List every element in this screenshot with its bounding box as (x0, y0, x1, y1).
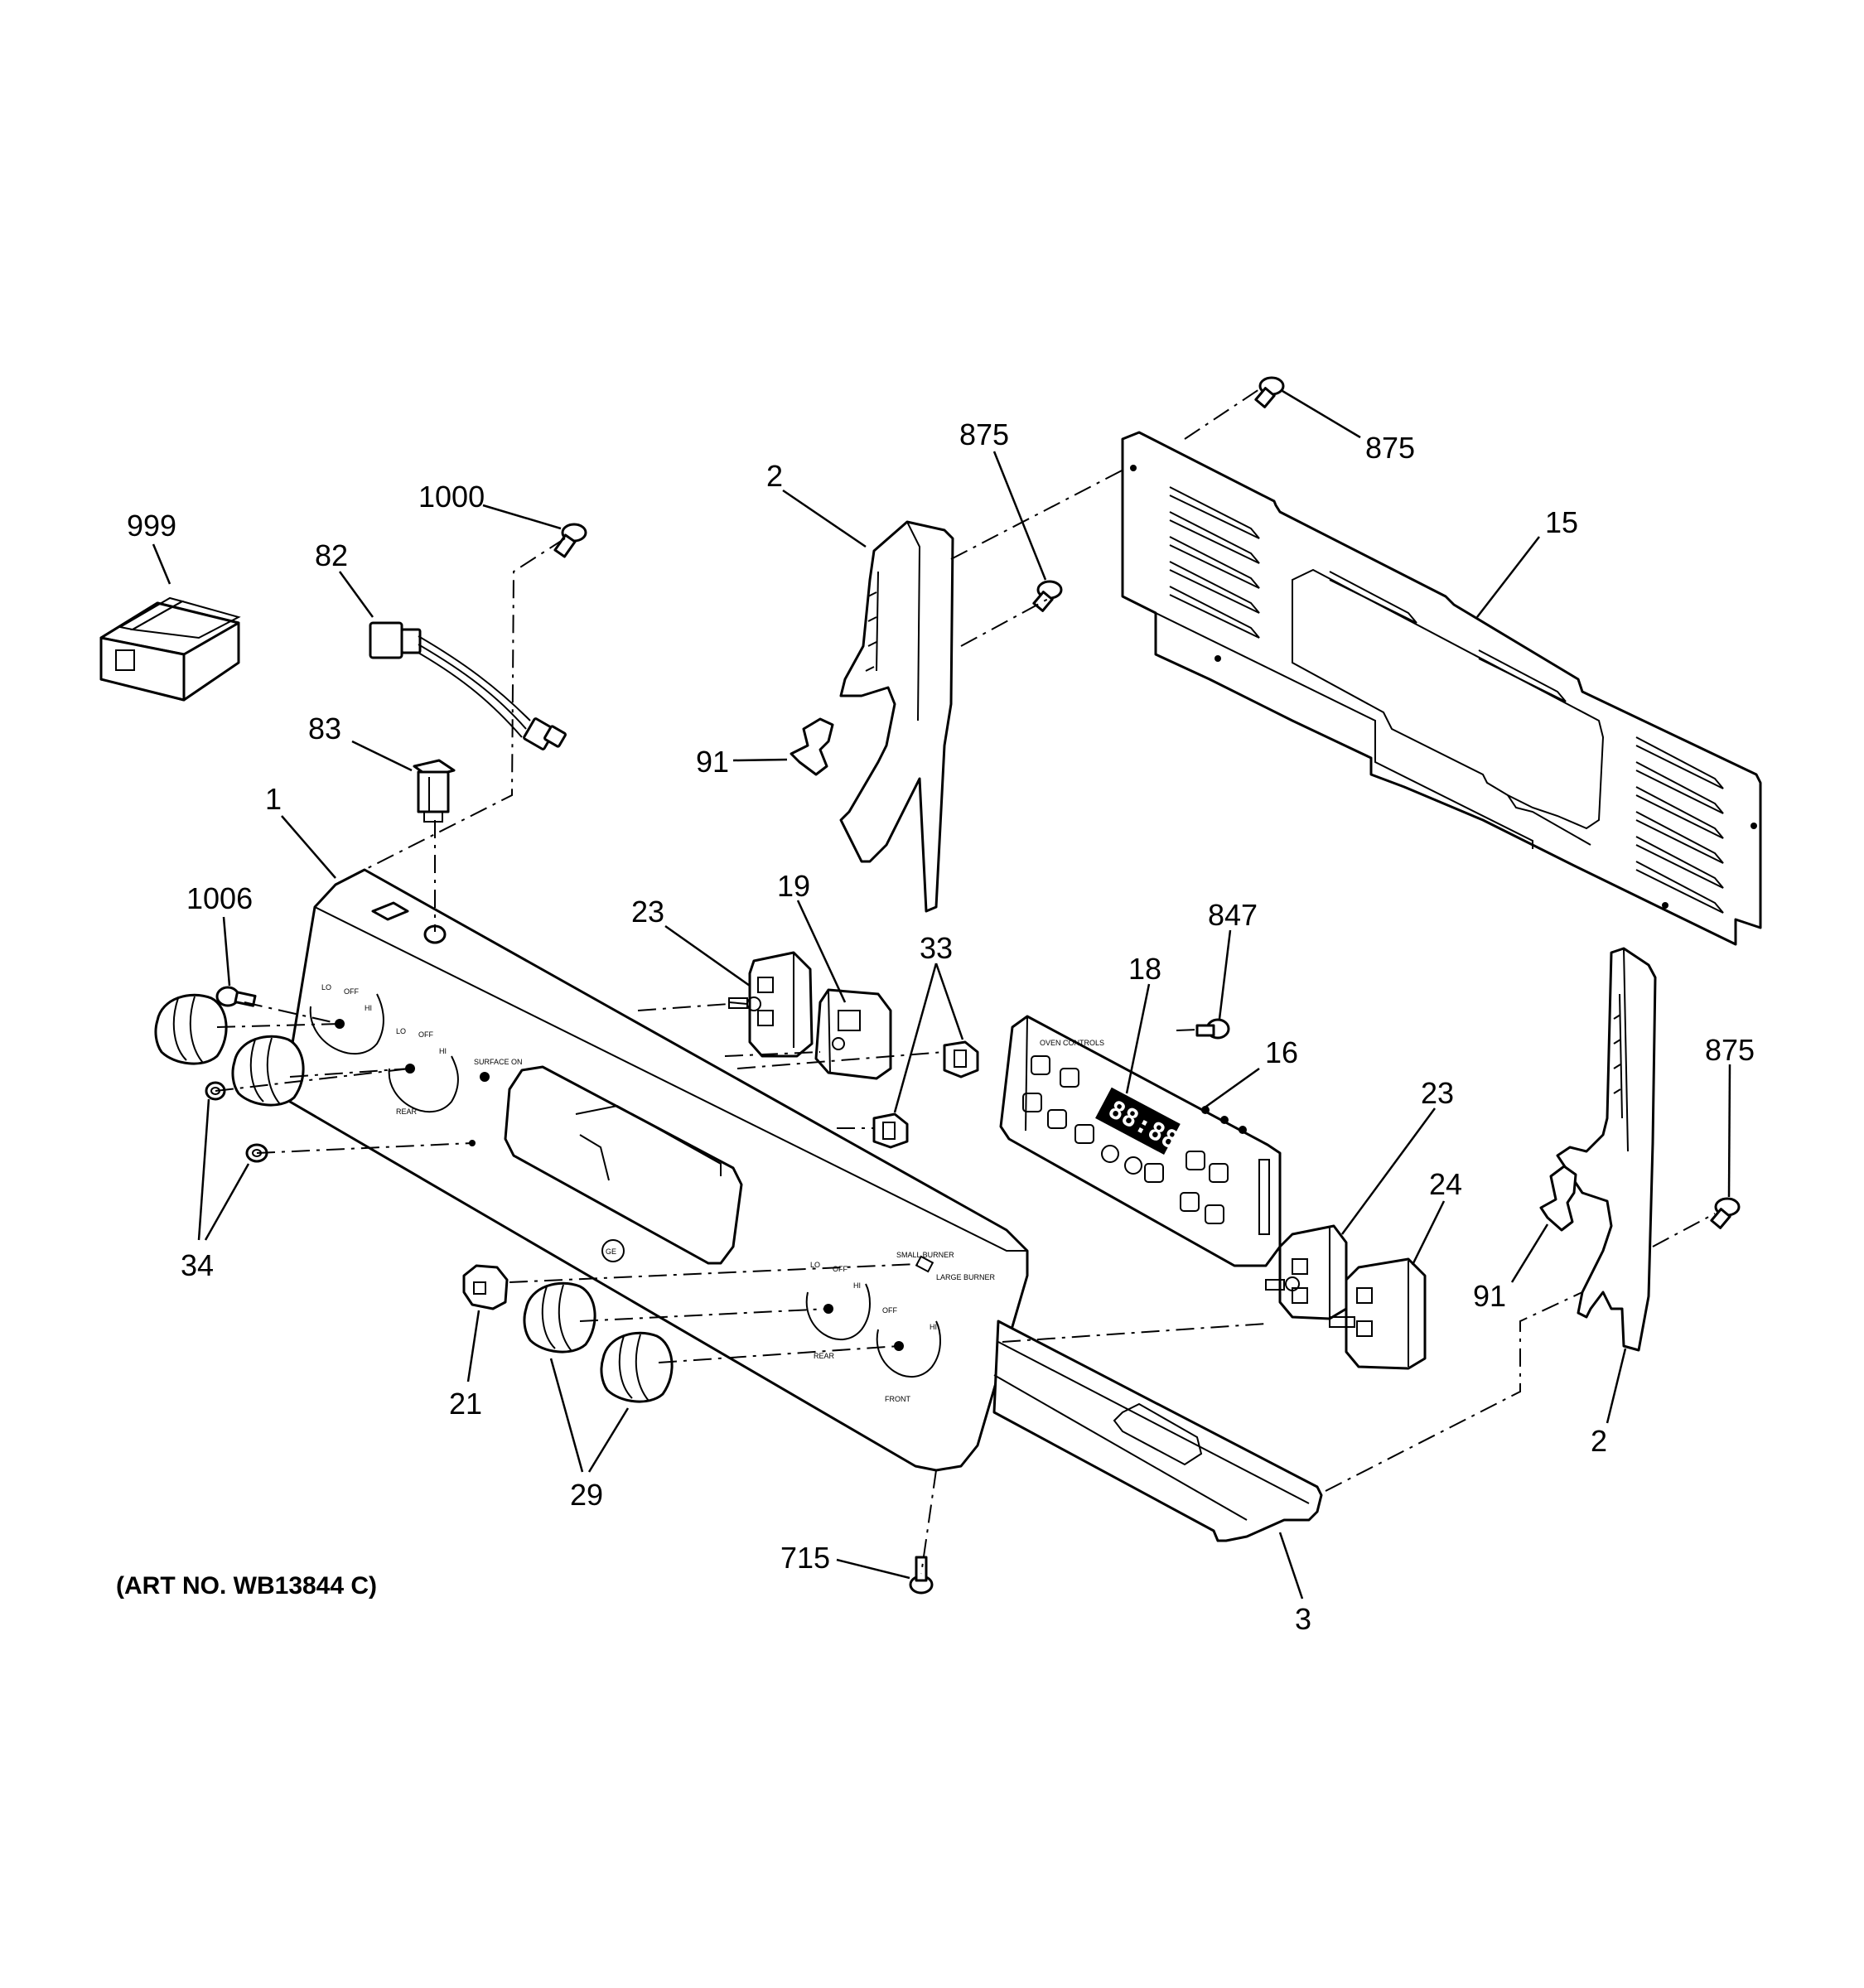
part-875-screw-b (1254, 376, 1285, 408)
part-2-side-bracket-top (839, 520, 954, 913)
knob-left-lower (231, 1035, 305, 1107)
panel-hi-label-4: HI (930, 1323, 937, 1331)
part-1006-screw (215, 986, 257, 1007)
panel-hi-label-1: HI (365, 1004, 372, 1012)
part-1-backsplash-panel: GE LO OFF HI LO OFF HI REAR SURFACE ON L… (287, 868, 1029, 1472)
panel-surface-on-label: SURFACE ON (474, 1058, 523, 1066)
part-1000-screw (553, 523, 587, 558)
callout-33: 33 (920, 931, 953, 965)
callout-875-c: 875 (1705, 1033, 1755, 1067)
part-999-box (99, 596, 241, 702)
knob-bottom-left (523, 1281, 596, 1353)
alignment-lines (215, 388, 1716, 1575)
part-91-clip-bottom (1539, 1165, 1577, 1232)
panel-lo-label-2: LO (396, 1027, 406, 1035)
panel-hi-label-2: HI (439, 1047, 447, 1055)
art-number-caption: (ART NO. WB13844 C) (116, 1572, 378, 1600)
panel-small-burner-label: SMALL BURNER (896, 1251, 954, 1259)
part-3-trim-strip (992, 1320, 1323, 1542)
part-19-switch (814, 988, 892, 1080)
part-91-clip-top (790, 717, 834, 776)
callout-2-top: 2 (766, 459, 783, 493)
leader-lines (152, 389, 1731, 1600)
part-875-screw-a (1032, 580, 1063, 612)
panel-lo-label-1: LO (321, 983, 331, 992)
panel-front-label: FRONT (885, 1395, 910, 1403)
callout-18: 18 (1128, 952, 1161, 986)
callout-2-bottom: 2 (1591, 1424, 1607, 1458)
panel-rear-label-2: REAR (814, 1352, 835, 1360)
callout-21: 21 (449, 1387, 482, 1421)
control-header-text: OVEN CONTROLS (1040, 1039, 1104, 1047)
callout-91-a: 91 (696, 745, 729, 779)
callout-875-b: 875 (1365, 431, 1415, 465)
knob-bottom-right (600, 1331, 674, 1403)
callout-847: 847 (1208, 898, 1258, 932)
panel-large-burner-label: LARGE BURNER (936, 1273, 996, 1281)
knob-left-upper (154, 993, 228, 1065)
callout-1000: 1000 (418, 480, 485, 514)
callout-91-b: 91 (1473, 1279, 1506, 1313)
callout-1006: 1006 (186, 881, 253, 915)
callout-82: 82 (315, 538, 348, 572)
callout-23-a: 23 (631, 895, 664, 929)
panel-off-label-2: OFF (418, 1030, 433, 1039)
part-23-switch-a (728, 951, 814, 1058)
callout-875-a: 875 (959, 417, 1009, 451)
part-82-wire-harness (369, 621, 567, 750)
panel-off-label-1: OFF (344, 987, 359, 996)
part-21-switch (462, 1264, 509, 1310)
part-33-indicator-a (943, 1040, 979, 1078)
part-83-component (413, 759, 456, 823)
panel-lo-label-3: LO (810, 1261, 820, 1269)
part-33-indicator-b (872, 1112, 909, 1149)
part-847-screw (1195, 1018, 1230, 1040)
callout-1: 1 (265, 782, 282, 816)
callout-23-b: 23 (1421, 1076, 1454, 1110)
callout-34: 34 (181, 1248, 214, 1282)
part-23-switch-b (1265, 1224, 1348, 1320)
part-875-screw-c (1710, 1197, 1741, 1229)
callout-999: 999 (127, 509, 176, 543)
panel-hi-label-3: HI (853, 1281, 861, 1290)
callout-3: 3 (1295, 1602, 1311, 1636)
callout-19: 19 (777, 869, 810, 903)
panel-off-label-4: OFF (882, 1306, 897, 1315)
part-715-screw (909, 1556, 934, 1595)
callout-83: 83 (308, 712, 341, 746)
callout-715: 715 (780, 1541, 830, 1575)
callout-labels: 999 82 1000 83 1 1006 34 2 875 875 15 91… (127, 417, 1755, 1636)
part-15-rear-cover-panel (1121, 431, 1762, 946)
panel-brand-logo: GE (606, 1247, 616, 1256)
part-16-electronic-control: OVEN CONTROLS 88:88 (999, 1015, 1282, 1267)
callout-24: 24 (1429, 1167, 1462, 1201)
part-24-switch (1329, 1257, 1427, 1370)
panel-off-label-3: OFF (833, 1265, 847, 1273)
part-2-side-bracket-bottom (1556, 947, 1657, 1352)
callout-16: 16 (1265, 1035, 1298, 1069)
callout-29: 29 (570, 1478, 603, 1512)
callout-15: 15 (1545, 505, 1578, 539)
panel-rear-label-1: REAR (396, 1107, 418, 1116)
